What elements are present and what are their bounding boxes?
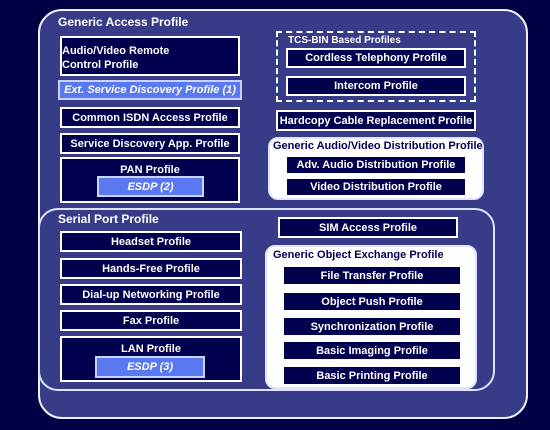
- tcs-bin-title: TCS-BIN Based Profiles: [288, 35, 401, 46]
- cordless-telephony-profile: Cordless Telephony Profile: [286, 48, 466, 68]
- av-remote-control-profile: Audio/Video Remote Control Profile: [60, 36, 240, 76]
- basic-imaging-profile: Basic Imaging Profile: [282, 340, 462, 361]
- generic-access-profile-title: Generic Access Profile: [58, 15, 189, 29]
- intercom-profile: Intercom Profile: [286, 76, 466, 96]
- sim-access-profile: SIM Access Profile: [278, 217, 458, 238]
- object-push-profile: Object Push Profile: [282, 291, 462, 312]
- adv-audio-distribution-profile: Adv. Audio Distribution Profile: [285, 155, 467, 175]
- dial-up-networking-profile: Dial-up Networking Profile: [60, 284, 242, 305]
- gavdp-title: Generic Audio/Video Distribution Profile: [273, 140, 483, 152]
- hardcopy-cable-replacement-profile: Hardcopy Cable Replacement Profile: [276, 110, 476, 131]
- lan-profile-label: LAN Profile: [121, 343, 181, 355]
- headset-profile: Headset Profile: [60, 231, 242, 252]
- file-transfer-profile: File Transfer Profile: [282, 265, 462, 286]
- esdp-3: ESDP (3): [95, 356, 205, 378]
- goep-title: Generic Object Exchange Profile: [273, 249, 444, 261]
- fax-profile: Fax Profile: [60, 310, 242, 331]
- serial-port-profile-title: Serial Port Profile: [58, 212, 159, 226]
- ext-service-discovery-profile: Ext. Service Discovery Profile (1): [58, 80, 242, 100]
- synchronization-profile: Synchronization Profile: [282, 316, 462, 337]
- av-remote-line-1: Audio/Video Remote: [62, 44, 170, 57]
- service-discovery-app-profile: Service Discovery App. Profile: [60, 133, 240, 154]
- hands-free-profile: Hands-Free Profile: [60, 258, 242, 279]
- tcs-bin-group: [276, 31, 476, 102]
- pan-profile-label: PAN Profile: [120, 164, 180, 176]
- video-distribution-profile: Video Distribution Profile: [285, 177, 467, 197]
- av-remote-line-2: Control Profile: [62, 58, 139, 71]
- common-isdn-access-profile: Common ISDN Access Profile: [60, 107, 240, 128]
- esdp-2: ESDP (2): [97, 176, 204, 197]
- basic-printing-profile: Basic Printing Profile: [282, 365, 462, 386]
